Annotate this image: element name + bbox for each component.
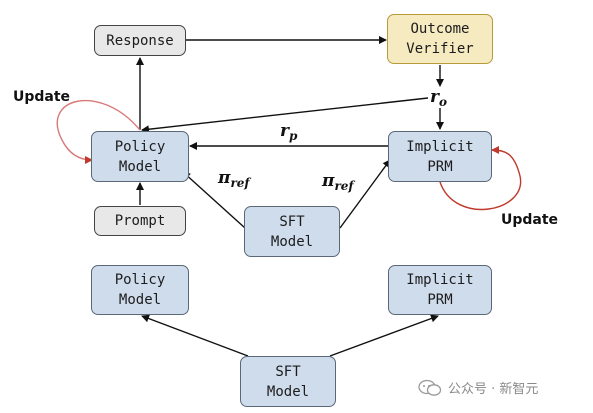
rp-base: r — [280, 121, 289, 141]
pi-ref-right-sub: ref — [334, 179, 354, 193]
pi-ref-label-right: πref — [322, 171, 354, 193]
sft-model-node: SFT Model — [244, 206, 340, 257]
pi-ref-left-base: π — [218, 168, 231, 188]
ro-base: r — [430, 87, 439, 107]
bottom-implicit-prm-node: Implicit PRM — [388, 265, 492, 315]
response-node: Response — [94, 25, 186, 56]
implicit-prm-node: Implicit PRM — [388, 131, 492, 182]
wechat-icon — [418, 379, 442, 396]
rp-label: rp — [280, 121, 297, 143]
update-loop-policy — [56, 99, 141, 164]
edge-sft-to-policy — [182, 171, 246, 229]
bottom-policy-model-node: Policy Model — [91, 265, 189, 315]
edge-bottom-sft-to-prm — [329, 314, 439, 357]
prompt-node: Prompt — [94, 206, 186, 236]
edge-bottom-sft-to-policy — [141, 314, 249, 357]
bottom-sft-model-node: SFT Model — [240, 356, 336, 407]
ro-label: ro — [430, 87, 447, 109]
pi-ref-right-base: π — [322, 171, 335, 191]
ro-sub: o — [438, 95, 447, 109]
pi-ref-left-sub: ref — [230, 176, 250, 190]
update-loop-prm — [439, 146, 522, 211]
update-label-prm: Update — [501, 212, 559, 228]
edge-sft-to-prm — [339, 159, 391, 229]
pi-ref-label-left: πref — [218, 168, 250, 190]
outcome-verifier-node: Outcome Verifier — [387, 14, 493, 64]
edge-ro-to-policy — [141, 97, 429, 134]
watermark-text: 公众号 · 新智元 — [448, 382, 539, 397]
policy-model-node: Policy Model — [91, 131, 189, 182]
update-label-policy: Update — [13, 89, 71, 105]
watermark: 公众号 · 新智元 — [418, 378, 588, 397]
rp-sub: p — [288, 129, 298, 143]
